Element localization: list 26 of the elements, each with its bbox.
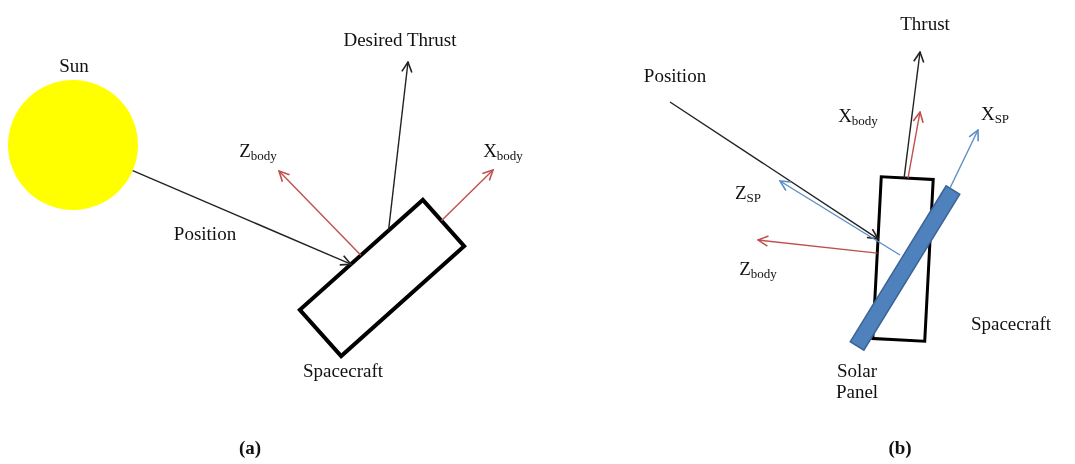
- arrow: [669, 101, 879, 240]
- edge-label: X$_{body}$: [483, 140, 523, 164]
- arrow: [949, 129, 979, 189]
- sun-label: Sun: [59, 55, 89, 77]
- panel-caption: (a): [238, 437, 262, 459]
- edge-label: Thrust: [900, 13, 950, 35]
- edge-label: Desired Thrust: [343, 29, 457, 51]
- arrow: [903, 51, 925, 179]
- arrow: [387, 61, 413, 232]
- arrow: [132, 169, 352, 266]
- edge-label: X$_{SP}$: [980, 103, 1010, 127]
- edge-label: Position: [643, 65, 707, 87]
- solar-panel-label: Solar Panel: [834, 361, 880, 403]
- arrow: [440, 169, 494, 222]
- arrow: [907, 111, 924, 179]
- arrow: [278, 170, 362, 256]
- spacecraft-label: Spacecraft: [302, 360, 384, 382]
- edge-label: Position: [173, 223, 237, 245]
- arrow: [757, 235, 878, 254]
- panel-caption: (b): [888, 437, 912, 459]
- edge-label: Z$_{body}$: [239, 140, 277, 164]
- edge-label: X$_{body}$: [838, 105, 878, 129]
- spacecraft-label: Spacecraft: [970, 313, 1052, 335]
- edge-label: Z$_{SP}$: [734, 182, 762, 206]
- arrow: [779, 180, 901, 256]
- edge-label: Z$_{body}$: [739, 258, 777, 282]
